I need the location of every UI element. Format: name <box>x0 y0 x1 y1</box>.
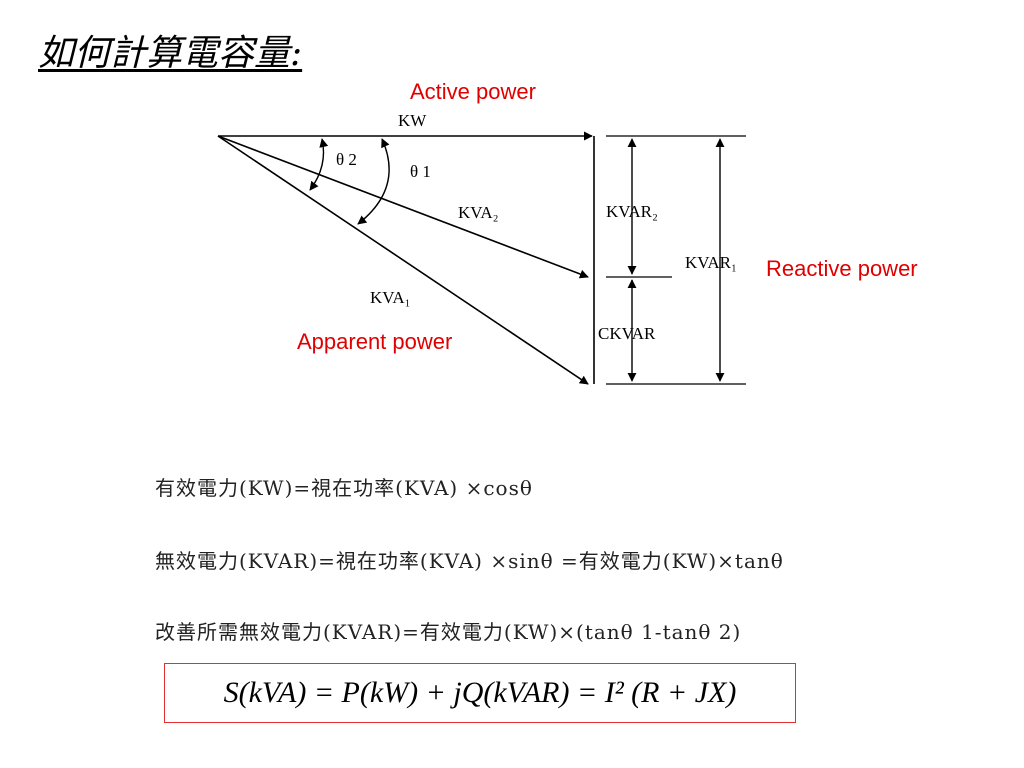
main-equation-box: S(kVA) = P(kW) + jQ(kVAR) = I² (R + JX) <box>164 663 796 723</box>
formula-reactive-power: 無效電力(KVAR)=視在功率(KVA) ×sinθ =有效電力(KW)×tan… <box>155 549 784 573</box>
theta2-label: θ 2 <box>336 150 357 169</box>
theta2-arc <box>309 138 329 191</box>
kva2-vector <box>217 135 589 279</box>
main-equation: S(kVA) = P(kW) + jQ(kVAR) = I² (R + JX) <box>223 676 737 709</box>
theta1-arc <box>357 138 390 225</box>
kw-label: KW <box>398 111 427 130</box>
formula-active-power: 有效電力(KW)=視在功率(KVA) ×cosθ <box>155 476 533 500</box>
active-power-label: Active power <box>410 79 536 104</box>
power-triangle-diagram: KW θ 2 θ 1 KVA₂ KVA₁ KVAR₂ KVAR₁ CKVAR <box>217 111 746 385</box>
kva1-vector <box>217 135 589 385</box>
kva1-label: KVA₁ <box>370 288 411 307</box>
kva2-label: KVA₂ <box>458 203 499 222</box>
page-title: 如何計算電容量: <box>38 33 303 74</box>
reactive-power-label: Reactive power <box>766 256 918 281</box>
formula-compensation: 改善所需無效電力(KVAR)=有效電力(KW)×(tanθ 1-tanθ 2) <box>155 620 742 644</box>
ckvar-label: CKVAR <box>598 324 656 343</box>
apparent-power-label: Apparent power <box>297 329 453 354</box>
kvar2-label: KVAR₂ <box>606 202 658 221</box>
kvar1-label: KVAR₁ <box>685 253 737 272</box>
theta1-label: θ 1 <box>410 162 431 181</box>
